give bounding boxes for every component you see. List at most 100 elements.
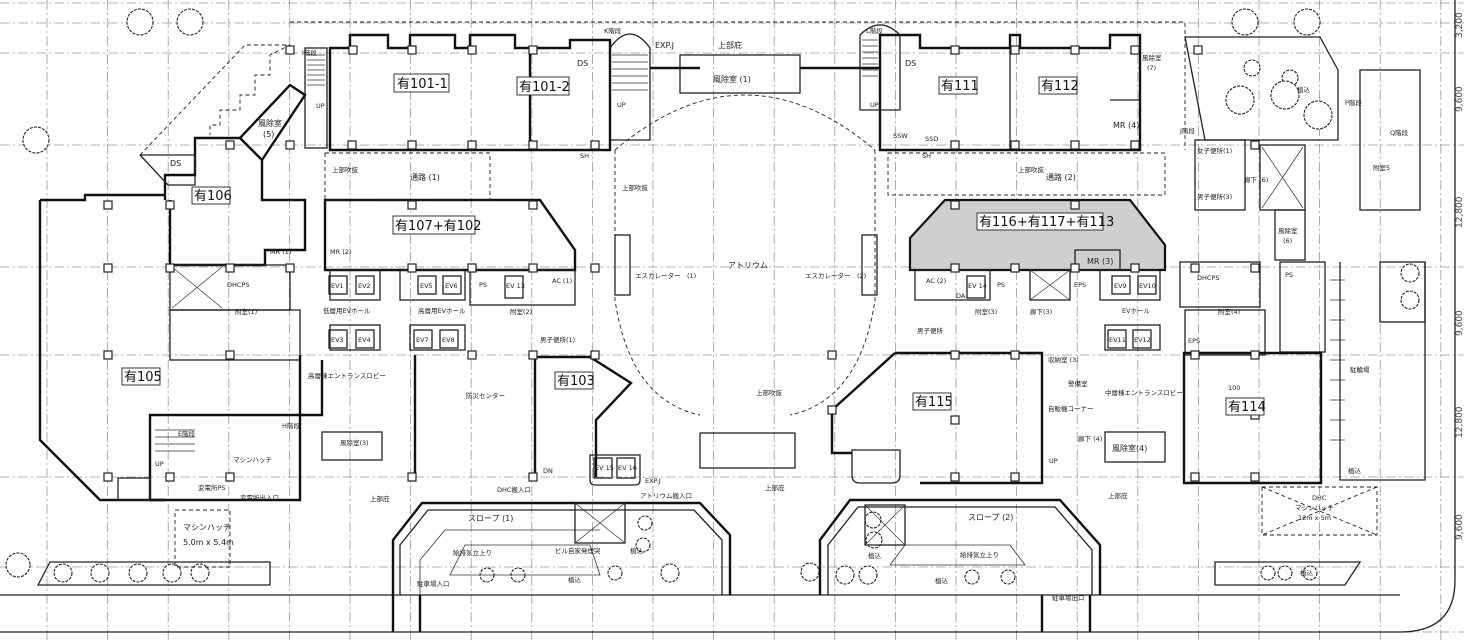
column-marker: [467, 45, 477, 55]
label-ssw: SSW: [893, 132, 908, 140]
column-marker: [407, 45, 417, 55]
tree-icon: [126, 8, 154, 36]
label-disaster-center: 防災センター: [466, 391, 505, 400]
dimension-label: 9,600: [1455, 514, 1464, 540]
label-windbreak-6: 風除室: [1278, 226, 1298, 235]
column-marker: [1010, 263, 1020, 273]
column-marker: [528, 45, 538, 55]
label-stair-l: L階段: [866, 26, 883, 35]
label-annex-5: 附室5: [1373, 163, 1390, 172]
tree-icon: [190, 563, 210, 583]
dimension-label: 9,600: [1455, 86, 1464, 112]
column-marker: [950, 415, 960, 425]
ramps-planters: [36, 498, 1362, 632]
label-air-shaft: 給排気立上り: [960, 550, 999, 559]
label-stair-k: K階段: [604, 26, 622, 35]
label-men-wc-1: 男子便所(1): [540, 335, 575, 344]
column-marker: [1130, 140, 1140, 150]
label-stair-h: H階段: [282, 421, 300, 430]
label-ev8: EV8: [442, 336, 455, 344]
column-marker: [1010, 140, 1020, 150]
label-windbreak-1: 風除室 (1): [713, 74, 751, 84]
unit-label-114: 有114: [1228, 400, 1266, 415]
label-windbreak-7: 風除室: [1142, 53, 1162, 62]
unit-label-107-102: 有107+有102: [395, 219, 482, 234]
label-ps: PS: [997, 281, 1005, 289]
label-mr-1: MR (1): [270, 248, 291, 256]
column-marker: [528, 263, 538, 273]
label-planting: 植込: [630, 546, 644, 555]
tree-icon: [176, 8, 204, 36]
lower-units: [117, 262, 1426, 502]
label-chimney: ビル自家発煙突: [555, 546, 601, 555]
column-marker: [407, 472, 417, 482]
unit-label-103: 有103: [557, 374, 595, 389]
tree-icon: [1270, 80, 1300, 110]
column-marker: [1010, 350, 1020, 360]
label-atrium: アトリウム: [728, 261, 768, 270]
label-sh: SH: [580, 152, 589, 160]
label-corridor-6: 廊下 (6): [1244, 175, 1268, 184]
label-passage-1: 通路 (1): [410, 172, 440, 182]
label-ev7: EV7: [416, 336, 429, 344]
column-marker: [165, 200, 175, 210]
column-marker: [1070, 140, 1080, 150]
unit-106-block: [38, 44, 577, 502]
label-void: 上部吹抜: [756, 388, 783, 397]
tree-icon: [1302, 565, 1318, 581]
column-marker: [347, 140, 357, 150]
tree-icon: [607, 565, 623, 581]
tree-icon: [637, 515, 653, 531]
label-up: UP: [870, 101, 879, 109]
label-hatch-2-size: 12m x 5m: [1298, 514, 1331, 522]
unit-label-105: 有105: [124, 370, 162, 385]
column-marker: [1250, 140, 1260, 150]
label-stair-q: Q階段: [1390, 128, 1409, 137]
label-ev4: EV4: [358, 336, 371, 344]
column-marker: [103, 263, 113, 273]
column-marker: [1190, 472, 1200, 482]
label-storage-3: 収納室 (3): [1048, 355, 1079, 364]
tree-icon: [800, 562, 820, 582]
label-canopy: 上部庇: [1108, 491, 1128, 500]
unit-label-115: 有115: [915, 395, 953, 410]
tree-icon: [835, 565, 855, 585]
tree-icon: [22, 126, 50, 154]
unit-label-112: 有112: [1041, 79, 1079, 94]
label-hatch-1-size: 5.0m x 5.4m: [183, 538, 234, 547]
column-marker: [950, 472, 960, 482]
column-marker: [1193, 45, 1203, 55]
column-marker: [1130, 263, 1140, 273]
column-marker: [827, 350, 837, 360]
tree-icon: [1400, 290, 1420, 310]
garden-block: [1184, 36, 1421, 261]
label-ev-hall: EVホール: [1122, 307, 1151, 315]
label-annex-1: 附室(1): [235, 307, 257, 316]
label-ac-2: AC (2): [926, 277, 946, 285]
dimension-label: 12,800: [1455, 196, 1464, 228]
column-marker: [225, 140, 235, 150]
label-vending: 自販機コーナー: [1048, 404, 1094, 413]
label-ev11: EV11: [1109, 336, 1126, 344]
label-annex-3: 附室(3): [975, 307, 997, 316]
column-marker: [407, 200, 417, 210]
column-marker: [165, 472, 175, 482]
column-marker: [285, 140, 295, 150]
label-up: UP: [316, 102, 325, 110]
tree-icon: [53, 563, 73, 583]
column-marker: [1130, 45, 1140, 55]
label-passage-2: 通路 (2): [1046, 172, 1076, 182]
label-low-ev-hall: 低層用EVホール: [323, 306, 371, 315]
column-marker: [528, 200, 538, 210]
column-marker: [165, 263, 175, 273]
label-machine-hatch-small: マシンハッチ: [233, 456, 272, 464]
dimension-label: 9,600: [1455, 310, 1464, 336]
column-marker: [950, 140, 960, 150]
dimension-labels: 3,200 9,600 12,800 9,600 12,800 9,600: [1455, 12, 1464, 540]
dimension-label: 12,800: [1455, 406, 1464, 438]
column-marker: [103, 350, 113, 360]
column-marker: [285, 263, 295, 273]
label-ac-1: AC (1): [552, 277, 572, 285]
label-planting: 植込: [568, 575, 582, 584]
